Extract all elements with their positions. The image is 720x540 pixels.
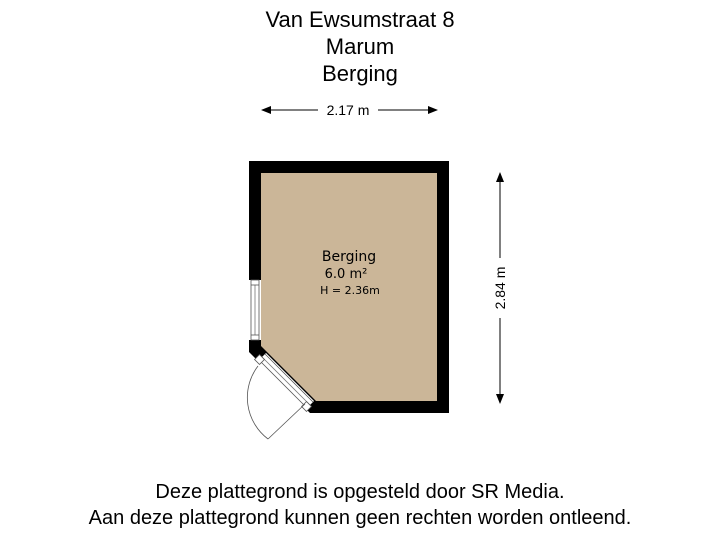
- height-dimension: 2.84 m: [492, 172, 508, 404]
- room-area: 6.0 m²: [325, 267, 368, 282]
- footer-credit: Deze plattegrond is opgesteld door SR Me…: [155, 481, 565, 503]
- city-title: Marum: [325, 34, 395, 59]
- address-title: Van Ewsumstraat 8: [265, 7, 455, 32]
- width-label: 2.17 m: [327, 102, 370, 118]
- width-dimension: 2.17 m: [261, 102, 438, 118]
- door-leaf: [267, 403, 306, 440]
- window: [249, 279, 261, 341]
- floor-title: Berging: [322, 61, 398, 86]
- height-label: 2.84 m: [492, 267, 508, 310]
- room-ceiling-height: H = 2.36m: [320, 284, 380, 297]
- door-swing-arc: [246, 365, 269, 440]
- door: [246, 353, 314, 440]
- room-floor: [261, 173, 437, 401]
- footer-disclaimer: Aan deze plattegrond kunnen geen rechten…: [88, 507, 632, 529]
- room-name: Berging: [322, 249, 376, 265]
